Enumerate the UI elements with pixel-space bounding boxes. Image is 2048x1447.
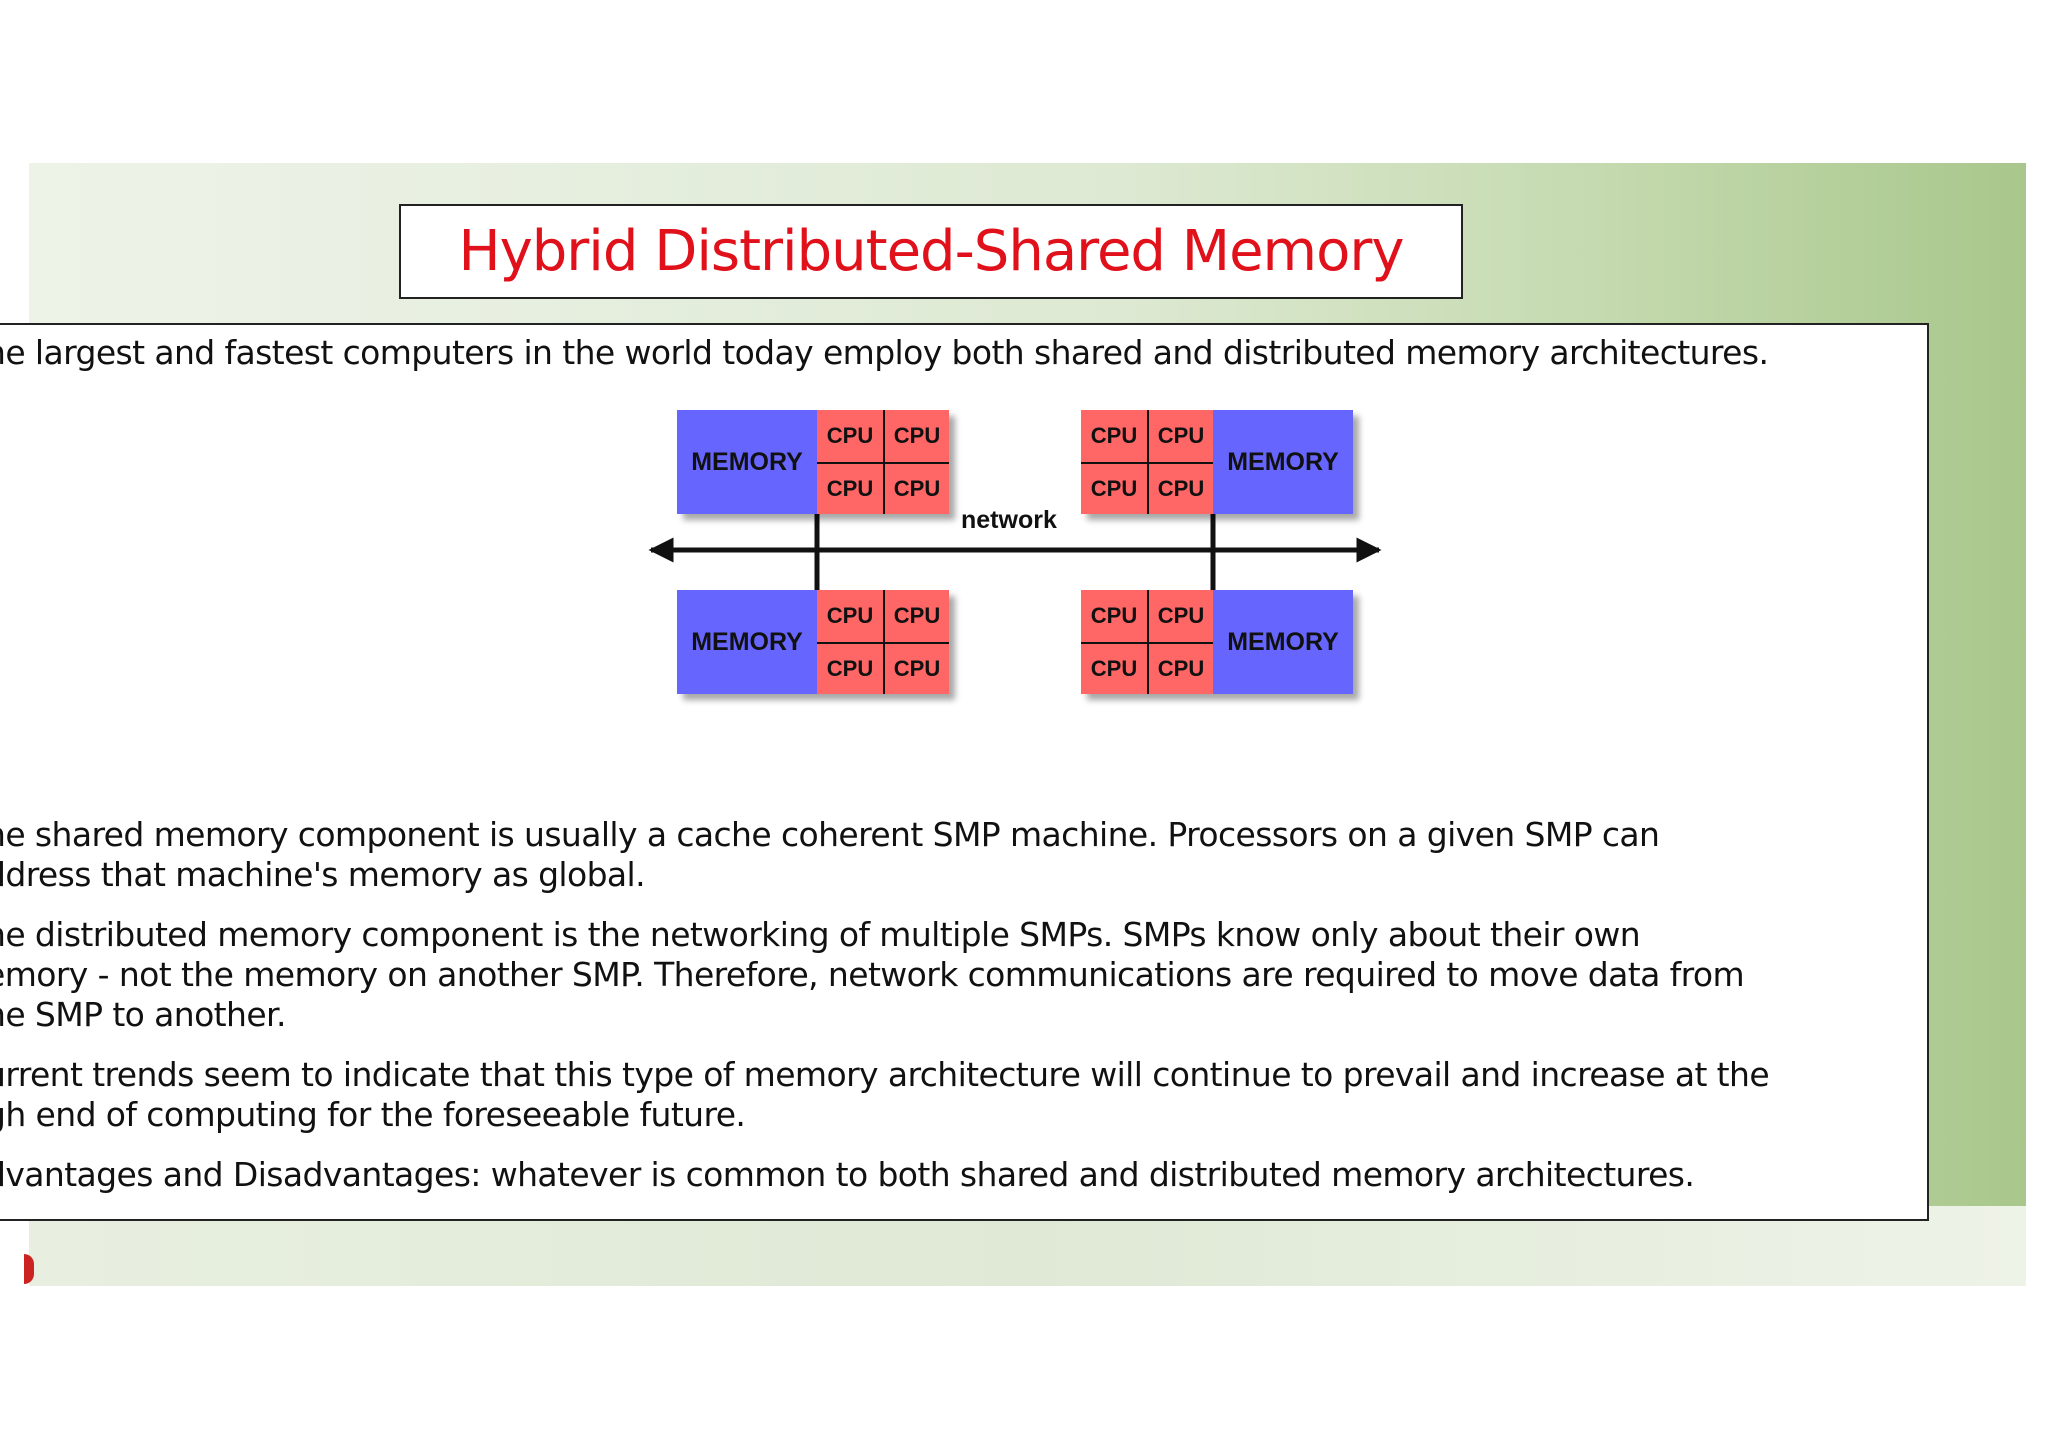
cpu-cell: CPU xyxy=(1147,410,1213,462)
paragraph-5-line-1: dvantages and Disadvantages: whatever is… xyxy=(0,1155,1695,1194)
paragraph-4-line-1: urrent trends seem to indicate that this… xyxy=(0,1055,1770,1094)
paragraph-3-line-2: emory - not the memory on another SMP. T… xyxy=(0,955,1745,994)
cpu-grid: CPU CPU CPU CPU xyxy=(1081,410,1213,514)
cpu-cell: CPU xyxy=(826,603,874,628)
cpu-cell: CPU xyxy=(817,462,883,514)
paragraph-1-line-1: ne largest and fastest computers in the … xyxy=(0,333,1769,372)
cpu-grid: CPU CPU CPU CPU xyxy=(1081,590,1213,694)
cpu-cell: CPU xyxy=(1081,462,1147,514)
memory-block: MEMORY xyxy=(677,410,817,514)
hybrid-memory-diagram: network MEMORY CPU CPU CPU CPU CPU CPU C… xyxy=(645,410,1385,710)
cpu-cell: CPU xyxy=(883,410,949,462)
smp-node-bottom-right: CPU CPU CPU CPU MEMORY xyxy=(1081,590,1353,694)
cpu-cell: CPU xyxy=(883,462,949,514)
cpu-cell: CPU xyxy=(1147,462,1213,514)
memory-block: MEMORY xyxy=(677,590,817,694)
cpu-grid: CPU CPU CPU CPU xyxy=(817,410,949,514)
content-box: ne largest and fastest computers in the … xyxy=(0,323,1929,1221)
memory-block: MEMORY xyxy=(1213,590,1353,694)
memory-block: MEMORY xyxy=(1213,410,1353,514)
cpu-cell: CPU xyxy=(817,642,883,694)
paragraph-2-line-1: ne shared memory component is usually a … xyxy=(0,815,1660,854)
cpu-cell: CPU xyxy=(826,423,874,448)
slide-title: Hybrid Distributed-Shared Memory xyxy=(458,219,1404,284)
cpu-cell: CPU xyxy=(1081,642,1147,694)
paragraph-3-line-1: ne distributed memory component is the n… xyxy=(0,915,1641,954)
network-lines xyxy=(648,514,1382,590)
paragraph-2-line-2: ddress that machine's memory as global. xyxy=(0,855,646,894)
cpu-cell: CPU xyxy=(1090,423,1138,448)
paragraph-3-line-3: ne SMP to another. xyxy=(0,995,286,1034)
network-label: network xyxy=(961,506,1057,534)
cpu-grid: CPU CPU CPU CPU xyxy=(817,590,949,694)
title-box: Hybrid Distributed-Shared Memory xyxy=(399,204,1463,299)
cpu-cell: CPU xyxy=(1147,590,1213,642)
cpu-cell: CPU xyxy=(1147,642,1213,694)
paragraph-4-line-2: gh end of computing for the foreseeable … xyxy=(0,1095,746,1134)
smp-node-top-left: MEMORY CPU CPU CPU CPU xyxy=(677,410,949,514)
cpu-cell: CPU xyxy=(883,590,949,642)
smp-node-bottom-left: MEMORY CPU CPU CPU CPU xyxy=(677,590,949,694)
cpu-cell: CPU xyxy=(883,642,949,694)
slide-corner-mark xyxy=(24,1254,34,1284)
smp-node-top-right: CPU CPU CPU CPU MEMORY xyxy=(1081,410,1353,514)
cpu-cell: CPU xyxy=(1090,603,1138,628)
